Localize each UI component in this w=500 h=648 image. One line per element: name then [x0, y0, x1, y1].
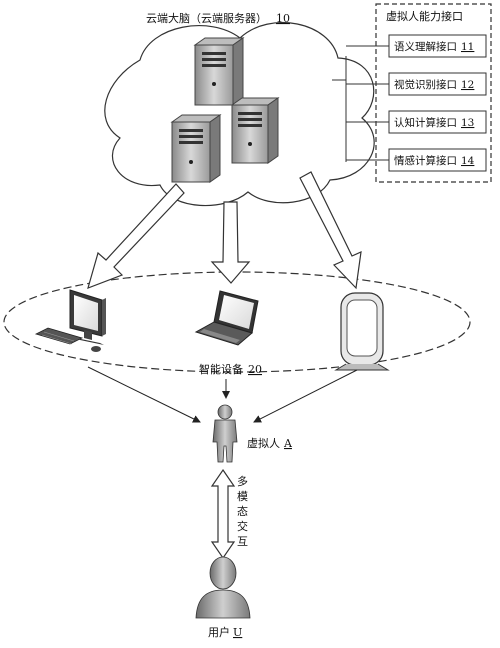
interaction-char: 互: [237, 535, 248, 548]
server-icon: [170, 114, 222, 183]
cloud-number: 10: [276, 12, 290, 25]
arrow-line: [87, 366, 201, 423]
interaction-char: 模: [237, 490, 248, 503]
interface-box-vision: [388, 72, 487, 96]
interface-label: 视觉识别接口: [394, 78, 457, 91]
desktop-computer-icon: [34, 289, 106, 352]
interface-box-semantic: [388, 34, 487, 58]
interface-box-emotion: [388, 148, 487, 172]
virtual-human-icon: [212, 404, 238, 463]
devices-number: 20: [248, 363, 262, 376]
arrow-line: [253, 369, 358, 423]
server-icon: [193, 37, 245, 106]
interface-box-cognitive: [388, 110, 487, 134]
interface-label: 认知计算接口: [394, 116, 457, 129]
hollow-arrow: [87, 183, 185, 289]
interaction-char: 态: [237, 505, 248, 518]
devices-label: 智能设备: [199, 362, 243, 376]
interface-number: 11: [461, 41, 474, 53]
interface-number: 13: [461, 117, 474, 129]
interfaces-title: 虚拟人能力接口: [386, 9, 463, 23]
kiosk-screen-icon: [334, 292, 390, 371]
interaction-char: 交: [237, 519, 248, 533]
avatar-label: 虚拟人: [247, 436, 280, 450]
avatar-number: A: [283, 437, 293, 450]
server-icon: [230, 97, 280, 164]
interface-label: 情感计算接口: [394, 154, 457, 167]
interface-label: 语义理解接口: [394, 40, 457, 53]
interaction-char: 多: [237, 474, 248, 488]
hollow-arrow: [210, 201, 251, 284]
interface-number: 12: [461, 79, 474, 91]
user-icon: [195, 556, 251, 619]
interfaces-panel: [375, 3, 492, 183]
interface-number: 14: [461, 155, 475, 167]
double-hollow-arrow: [210, 468, 236, 560]
user-number: U: [233, 626, 242, 639]
hollow-arrow: [299, 171, 362, 290]
cloud-label: 云端大脑（云端服务器）: [146, 11, 267, 25]
user-label: 用户: [208, 625, 230, 639]
laptop-icon: [194, 290, 259, 346]
